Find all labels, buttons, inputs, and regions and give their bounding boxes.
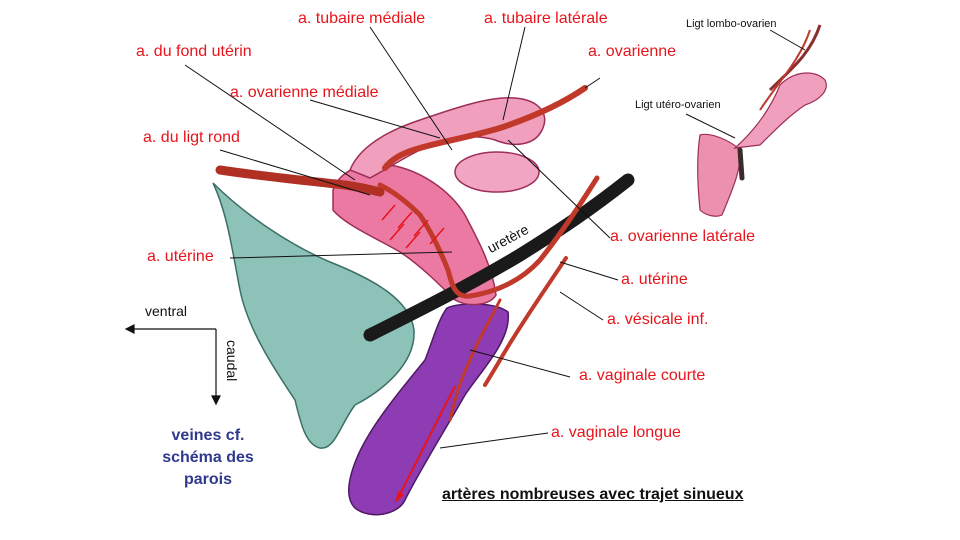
label-ovarienne-laterale: a. ovarienne latérale [610, 228, 755, 245]
footer-note: artères nombreuses avec trajet sinueux [442, 486, 744, 503]
long-vaginal-artery [397, 385, 456, 499]
ovary [454, 151, 540, 193]
uterine-artery [377, 175, 600, 299]
label-ventral: ventral [145, 303, 188, 319]
ureter [363, 173, 635, 342]
label-tubaire-mediale: a. tubaire médiale [298, 10, 426, 27]
vagina [348, 303, 509, 516]
orientation-axes [124, 324, 221, 406]
inset-drawing [697, 24, 827, 217]
label-vaginale-longue: a. vaginale longue [551, 424, 681, 441]
label-uterine-left: a. utérine [147, 248, 214, 265]
label-ligt-utero-ovarien: Ligt utéro-ovarien [635, 99, 721, 111]
ovarian-artery [382, 85, 588, 171]
label-fond-uterin: a. du fond utérin [136, 43, 252, 60]
label-ligt-lombo-ovarien: Ligt lombo-ovarien [686, 18, 777, 30]
bladder [212, 182, 415, 449]
uterine-branch-arrows [381, 204, 445, 249]
label-tubaire-laterale: a. tubaire latérale [484, 10, 608, 27]
veins-note: veines cf. schéma des parois [148, 425, 268, 491]
long-vaginal-arrowhead [395, 491, 404, 503]
leader-utero [685, 113, 736, 139]
vesical-artery [483, 256, 568, 387]
short-vaginal-artery [448, 298, 502, 422]
label-vesicale-inf: a. vésicale inf. [607, 311, 709, 328]
label-vaginale-courte: a. vaginale courte [579, 367, 706, 384]
leader-lines [184, 26, 619, 449]
veins-note-line1: veines cf. [171, 427, 245, 444]
veins-note-line2: schéma des [162, 449, 254, 466]
veins-note-line3: parois [183, 471, 232, 488]
leader-lombo [769, 29, 806, 51]
label-ligt-rond: a. du ligt rond [143, 129, 240, 146]
label-caudal: caudal [224, 340, 240, 382]
label-ovarienne-mediale: a. ovarienne médiale [230, 84, 379, 101]
label-uterine-right: a. utérine [621, 271, 688, 288]
label-ovarienne: a. ovarienne [588, 43, 677, 60]
